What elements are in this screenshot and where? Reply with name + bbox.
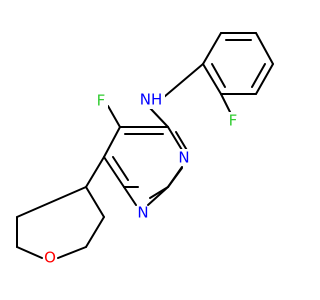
bond-inner	[251, 63, 266, 88]
bonds	[16, 32, 274, 259]
pyrimidine-nitrogen-bottom: N	[137, 204, 148, 222]
pyrimidine-nitrogen-top: N	[178, 149, 189, 167]
bond	[16, 246, 43, 259]
bond	[202, 63, 222, 95]
bond	[167, 166, 183, 188]
bond-inner	[211, 63, 226, 88]
bond	[163, 63, 204, 98]
bond	[85, 216, 105, 248]
bond	[103, 156, 125, 188]
bond	[167, 126, 183, 151]
bond	[220, 93, 231, 113]
bond	[16, 186, 87, 218]
bond	[202, 32, 222, 65]
oxane-oxygen: O	[44, 249, 56, 267]
molecule-diagram: F NH F N N O	[16, 32, 274, 267]
bond	[103, 126, 121, 158]
structure-canvas: F NH F N N O	[16, 32, 274, 267]
bond	[149, 107, 169, 128]
bond	[57, 246, 87, 259]
bond-inner	[112, 156, 129, 181]
bond	[85, 186, 105, 218]
bond	[147, 186, 169, 206]
bond	[85, 156, 105, 188]
atom-labels: F NH F N N O	[43, 91, 240, 267]
bond	[255, 63, 274, 95]
bond	[123, 186, 137, 206]
fluorine-atom-pyrimidine: F	[97, 92, 106, 110]
bond	[107, 105, 121, 128]
fluorine-atom-aryl: F	[229, 112, 238, 130]
bond	[175, 131, 189, 153]
amine-nh: NH	[140, 91, 163, 109]
bonds-extra	[123, 166, 183, 206]
bond	[255, 32, 274, 65]
